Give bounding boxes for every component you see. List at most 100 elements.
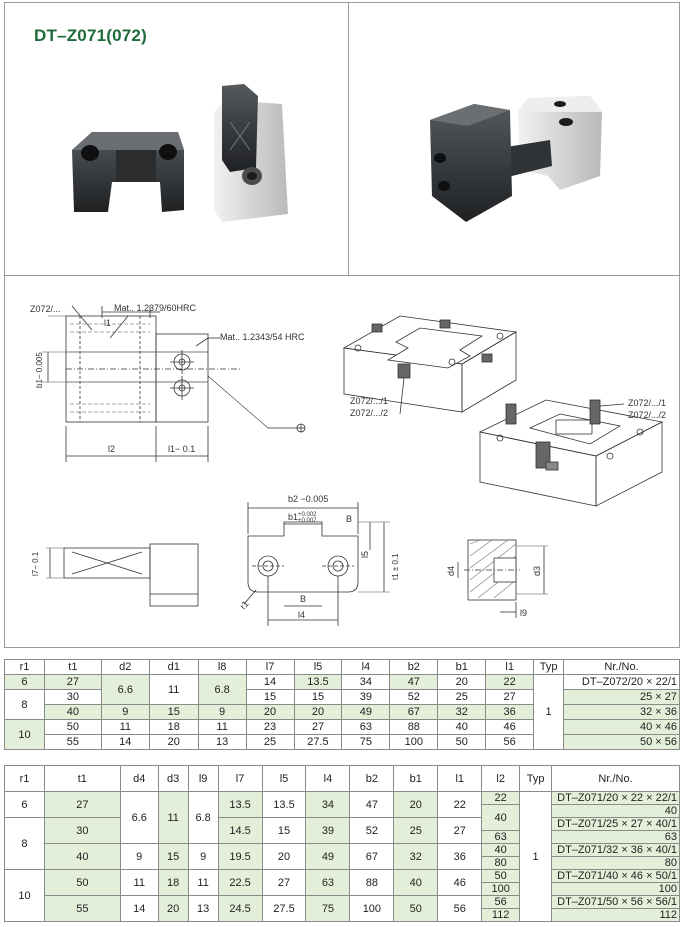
table-row: 8 30 14.5 15 39 52 25 27 DT–Z071/25 × 27… [4,817,680,870]
cell: 40 [481,804,521,831]
cell: DT–Z072/20 × 22/1 [563,674,680,690]
cell: 20 [148,734,199,750]
label-b1-fit: b1 [288,512,298,522]
cell: 20 [293,704,343,720]
cell: 27 [437,817,483,844]
cell: 63 [341,719,391,735]
cell: 40 [481,843,521,857]
cell: 13.5 [217,791,263,818]
label-b1-tol: b1− 0.005 [35,352,44,388]
label-b1-fit-upper: +0.002 [298,512,317,518]
drawing-panel [4,276,680,648]
label-d3: d3 [532,566,542,576]
cell: 32 [437,704,487,720]
col-l2: l2 [481,765,521,792]
table-header: r1 t1 d4 d3 l9 l7 l5 l4 b2 b1 l1 l2 Typ … [4,765,680,792]
cell: 11 [100,719,150,735]
cell: 14 [119,895,159,922]
cell: 22 [485,674,535,690]
cell: 6.6 [119,791,159,844]
col-l1: l1 [485,659,535,675]
table-row: 80 80 [5,856,680,870]
cell: 25 [245,734,295,750]
cell: 56 [485,734,535,750]
table-row: 40 9 15 9 19.5 20 49 67 32 36 40 DT–Z071… [5,843,680,870]
cell: 63 [305,869,351,896]
cell: 14.5 [217,817,263,844]
cell: 100 [551,882,680,896]
cell: 6.8 [187,791,219,844]
cell: 18 [148,719,199,735]
cell: 9 [187,843,219,870]
cell: 50 [43,719,102,735]
cell: 9 [100,704,150,720]
table-row: 55 14 20 13 25 27.5 75 100 50 56 50 × 56 [5,734,680,750]
table-z071: r1 t1 d4 d3 l9 l7 l5 l4 b2 b1 l1 l2 Typ … [4,765,680,922]
cell: 13.5 [293,674,343,690]
cell: 56 [437,895,483,922]
label-l9: l9 [520,608,527,618]
product-photos [72,84,602,222]
cell: 46 [485,719,535,735]
drawing-assembly-1 [342,315,518,415]
cell: DT–Z071/20 × 22 × 22/1 [551,791,680,805]
col-r1: r1 [4,659,45,675]
cell: 15 [293,689,343,705]
col-l5: l5 [293,659,343,675]
cell: 47 [349,791,395,818]
cell: 50 × 56 [563,734,680,750]
cell: 20 [245,704,295,720]
col-l4: l4 [341,659,391,675]
cell: 27.5 [293,734,343,750]
cell: 15 [261,817,307,844]
col-d4: d4 [119,765,159,792]
col-nr: Nr./No. [563,659,680,675]
label-B-bottom: B [300,594,306,604]
label-r1: r1 [238,599,251,612]
cell: 8 [4,817,45,870]
col-l4: l4 [305,765,351,792]
label-t1-tol: t1 ± 0.1 [391,553,400,580]
drawing-front-view [243,502,390,626]
label-material-1: Mat.. 1.2379/60HRC [114,303,197,313]
cell: 13 [197,734,247,750]
cell: 40 [393,869,439,896]
cell: 67 [389,704,439,720]
photo-steel-block [214,84,288,222]
cell: 30 [43,817,121,844]
table-row: 100 100 [5,882,680,896]
cell: 27.5 [261,895,307,922]
cell: 20 [261,843,307,870]
col-l5: l5 [261,765,307,792]
cell: 112 [481,908,521,922]
cell: 14 [245,674,295,690]
cell: 52 [349,817,395,844]
cell: 34 [341,674,391,690]
cell: 18 [157,869,189,896]
col-b1: b1 [393,765,439,792]
cell: 25 [437,689,487,705]
col-d1: d1 [148,659,199,675]
cell: 11 [197,719,247,735]
col-l1: l1 [437,765,483,792]
col-typ: Typ [519,765,553,792]
cell: 67 [349,843,395,870]
cell: 75 [341,734,391,750]
label-l4: l4 [298,610,305,620]
photo-u-block [72,132,184,212]
cell: 1 [533,674,565,750]
cell: 56 [481,895,521,909]
cell: 15 [148,704,199,720]
cell: 40 × 46 [563,719,680,735]
table-row: 112 112 [5,908,680,922]
cell: 13.5 [261,791,307,818]
cell: 6.6 [100,674,150,705]
cell: 10 [4,719,45,750]
table-row: 10 50 11 18 11 22.5 27 63 88 40 46 50 DT… [4,869,680,922]
cell: 55 [43,895,121,922]
cell: 1 [519,791,553,922]
cell: 30 [43,689,102,705]
label-d4: d4 [446,566,456,576]
label-l7-tol: l7− 0.1 [31,551,40,576]
label-assembly1-b: Z072/.../2 [350,408,388,418]
